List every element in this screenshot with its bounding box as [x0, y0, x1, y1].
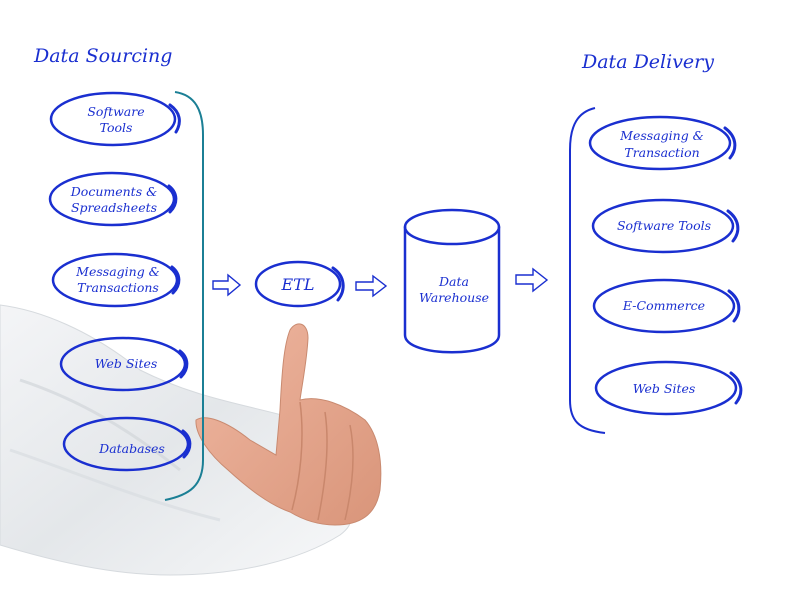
source-databases-label: Databases [98, 441, 165, 456]
source-web-sites: Web Sites [59, 336, 189, 392]
etl-node: ETL [254, 260, 345, 308]
delivery-software-tools: Software Tools [591, 198, 740, 254]
source-messaging-transactions: Messaging & Transactions [51, 252, 181, 308]
source-web-sites-label: Web Sites [95, 356, 158, 371]
etl-label: ETL [281, 275, 315, 294]
source-software-tools-line2: Tools [100, 120, 133, 135]
delivery-e-commerce-label: E-Commerce [622, 298, 705, 313]
knuckle-line [291, 401, 303, 511]
sleeve-fold-2 [9, 448, 221, 522]
source-software-tools: Software Tools [49, 91, 181, 147]
delivery-web-sites: Web Sites [594, 360, 743, 416]
source-messaging-line2: Transactions [77, 280, 159, 295]
sleeve-fold [19, 378, 181, 472]
data-sourcing-title: Data Sourcing [33, 45, 172, 67]
source-documents-line1: Documents & [70, 184, 157, 199]
source-documents-spreadsheets: Documents & Spreadsheets [48, 171, 178, 227]
source-software-tools-line1: Software [87, 104, 144, 119]
right-bracket [569, 107, 606, 434]
data-delivery-title: Data Delivery [581, 51, 714, 73]
arrow-right-icon [515, 267, 549, 293]
delivery-software-tools-label: Software Tools [617, 218, 711, 233]
hand-photo [0, 304, 382, 576]
arrow-right-icon [212, 273, 242, 297]
hand [195, 323, 382, 526]
delivery-messaging-transaction: Messaging & Transaction [588, 115, 737, 171]
delivery-messaging-line2: Transaction [624, 145, 699, 160]
data-warehouse-node: Data Warehouse [403, 208, 501, 354]
delivery-e-commerce: E-Commerce [592, 278, 741, 334]
source-documents-line2: Spreadsheets [71, 200, 157, 215]
source-messaging-line1: Messaging & [75, 264, 160, 279]
knuckle-line-3 [344, 424, 354, 521]
warehouse-line1: Data [438, 274, 469, 289]
knuckle-line-2 [317, 411, 328, 521]
left-bracket [164, 91, 204, 501]
delivery-messaging-line1: Messaging & [619, 128, 704, 143]
delivery-web-sites-label: Web Sites [633, 381, 696, 396]
arrow-right-icon [355, 274, 388, 298]
source-databases: Databases [62, 416, 192, 472]
warehouse-line2: Warehouse [419, 290, 489, 305]
